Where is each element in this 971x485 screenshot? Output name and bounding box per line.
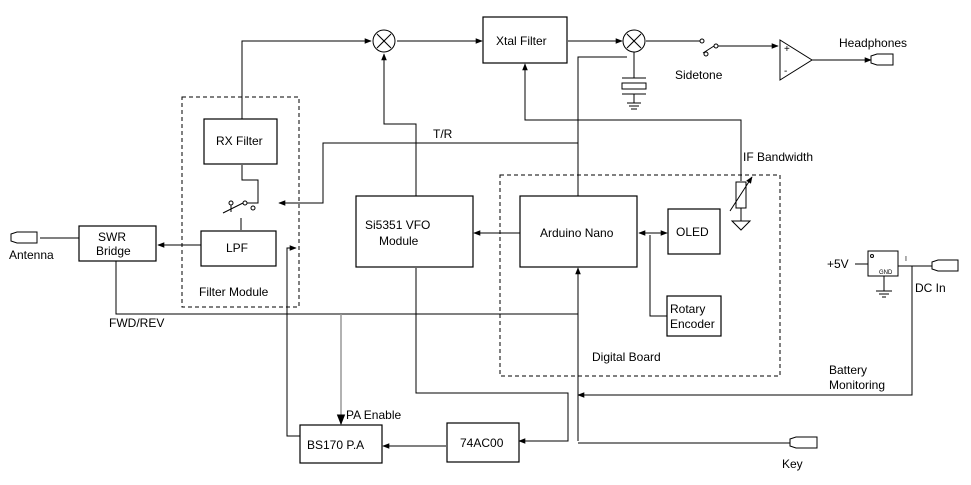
oled-block: OLED [667,208,721,255]
rotary-encoder-block: Rotary Encoder [666,295,722,337]
rotary-encoder-label-1: Rotary [670,302,705,316]
key-connector-icon [789,436,818,449]
digital-board-group [499,174,781,377]
antenna-label: Antenna [9,248,54,262]
if-bandwidth-label: IF Bandwidth [743,150,813,164]
bfo-crystal-icon [621,77,647,110]
rx-mixer-icon [372,29,396,53]
dc-in-connector-icon [931,259,959,272]
filter-module-group [181,96,300,308]
svg-text:-: - [784,66,787,77]
arduino-nano-label: Arduino Nano [540,226,614,240]
key-label: Key [782,457,803,471]
sidetone-switch-icon [699,38,719,57]
battery-monitoring-label-2: Monitoring [829,378,885,392]
rx-filter-block: RX Filter [203,118,278,165]
vfo-label-1: Si5351 VFO [365,218,430,232]
swr-bridge-label-1: SWR [98,230,126,244]
battery-monitoring-label-1: Battery [829,363,867,377]
dc-in-label: DC In [915,281,946,295]
logic-74ac00-label: 74AC00 [460,436,504,450]
xtal-filter-block: Xtal Filter [482,16,568,64]
tr-relay-switch-icon [222,200,256,214]
xtal-filter-label: Xtal Filter [496,34,547,48]
filter-module-label: Filter Module [199,285,269,299]
lpf-label: LPF [226,241,248,255]
regulator-pin-label: I [905,256,907,263]
voltage-regulator-icon: GND I [867,250,907,298]
pa-block: BS170 P.A [299,424,383,464]
headphones-label: Headphones [839,36,907,50]
rx-filter-label: RX Filter [216,134,263,148]
antenna-connector-icon [10,231,38,244]
oled-label: OLED [676,225,709,239]
pa-enable-label: PA Enable [346,408,401,422]
sidetone-label: Sidetone [675,68,723,82]
product-detector-mixer-icon [622,29,646,53]
swr-bridge-block: SWR Bridge [78,225,157,262]
audio-amplifier-icon: + - [779,39,813,81]
plus5v-label: +5V [827,257,849,271]
svg-text:+: + [784,44,790,55]
if-bandwidth-pot-icon [729,176,753,231]
swr-bridge-label-2: Bridge [96,244,131,258]
logic-74ac00-block: 74AC00 [446,422,520,463]
headphones-connector-icon [870,53,894,66]
digital-board-label: Digital Board [592,350,661,364]
fwd-rev-label: FWD/REV [109,316,164,330]
signal-wires [40,38,932,449]
regulator-gnd-label: GND [879,270,893,276]
arduino-nano-block: Arduino Nano [519,195,638,268]
vfo-label-2: Module [379,234,419,248]
rotary-encoder-label-2: Encoder [670,317,715,331]
tr-label: T/R [433,127,453,141]
vfo-block: Si5351 VFO Module [355,195,474,268]
lpf-block: LPF [200,230,277,267]
pa-label: BS170 P.A [307,438,364,452]
